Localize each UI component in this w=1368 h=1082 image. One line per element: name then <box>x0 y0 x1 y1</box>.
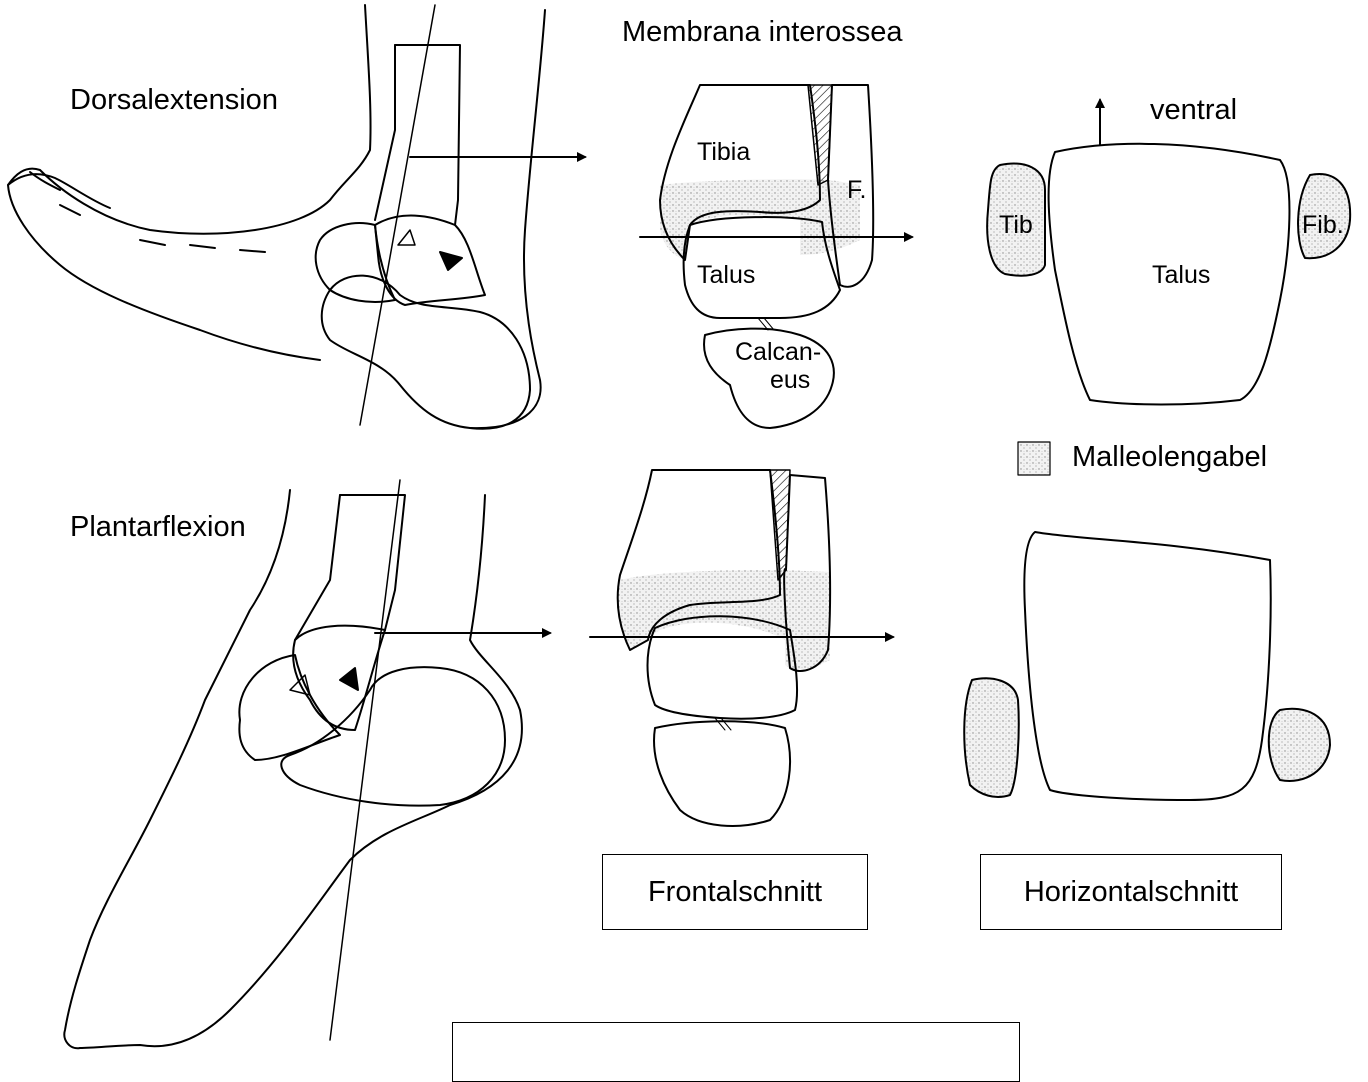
tib-label: Tib <box>999 213 1033 238</box>
bottom-empty-box <box>452 1022 1020 1082</box>
dorsalextension-label: Dorsalextension <box>70 86 278 115</box>
tibia-label: Tibia <box>697 140 750 165</box>
malleolengabel-label: Malleolengabel <box>1072 443 1267 472</box>
horizontal-section-top <box>987 100 1350 405</box>
calcaneus-label-line2: eus <box>770 368 810 393</box>
talus-horizontal-label: Talus <box>1152 263 1210 288</box>
horizontalschnitt-box: Horizontalschnitt <box>980 854 1282 930</box>
fib-label: Fib. <box>1302 213 1344 238</box>
frontal-section-bottom <box>590 470 893 826</box>
fibula-short-label: F. <box>847 178 866 203</box>
talus-frontal-label: Talus <box>697 263 755 288</box>
ventral-label: ventral <box>1150 96 1237 125</box>
dorsalextension-foot <box>8 5 585 429</box>
plantarflexion-foot <box>64 480 550 1048</box>
plantarflexion-label: Plantarflexion <box>70 513 246 542</box>
membrana-interossea-label: Membrana interossea <box>622 18 902 47</box>
horizontal-section-bottom <box>964 532 1330 800</box>
calcaneus-label-line1: Calcan- <box>735 340 821 365</box>
frontalschnitt-box: Frontalschnitt <box>602 854 868 930</box>
legend-swatch <box>1018 442 1050 475</box>
